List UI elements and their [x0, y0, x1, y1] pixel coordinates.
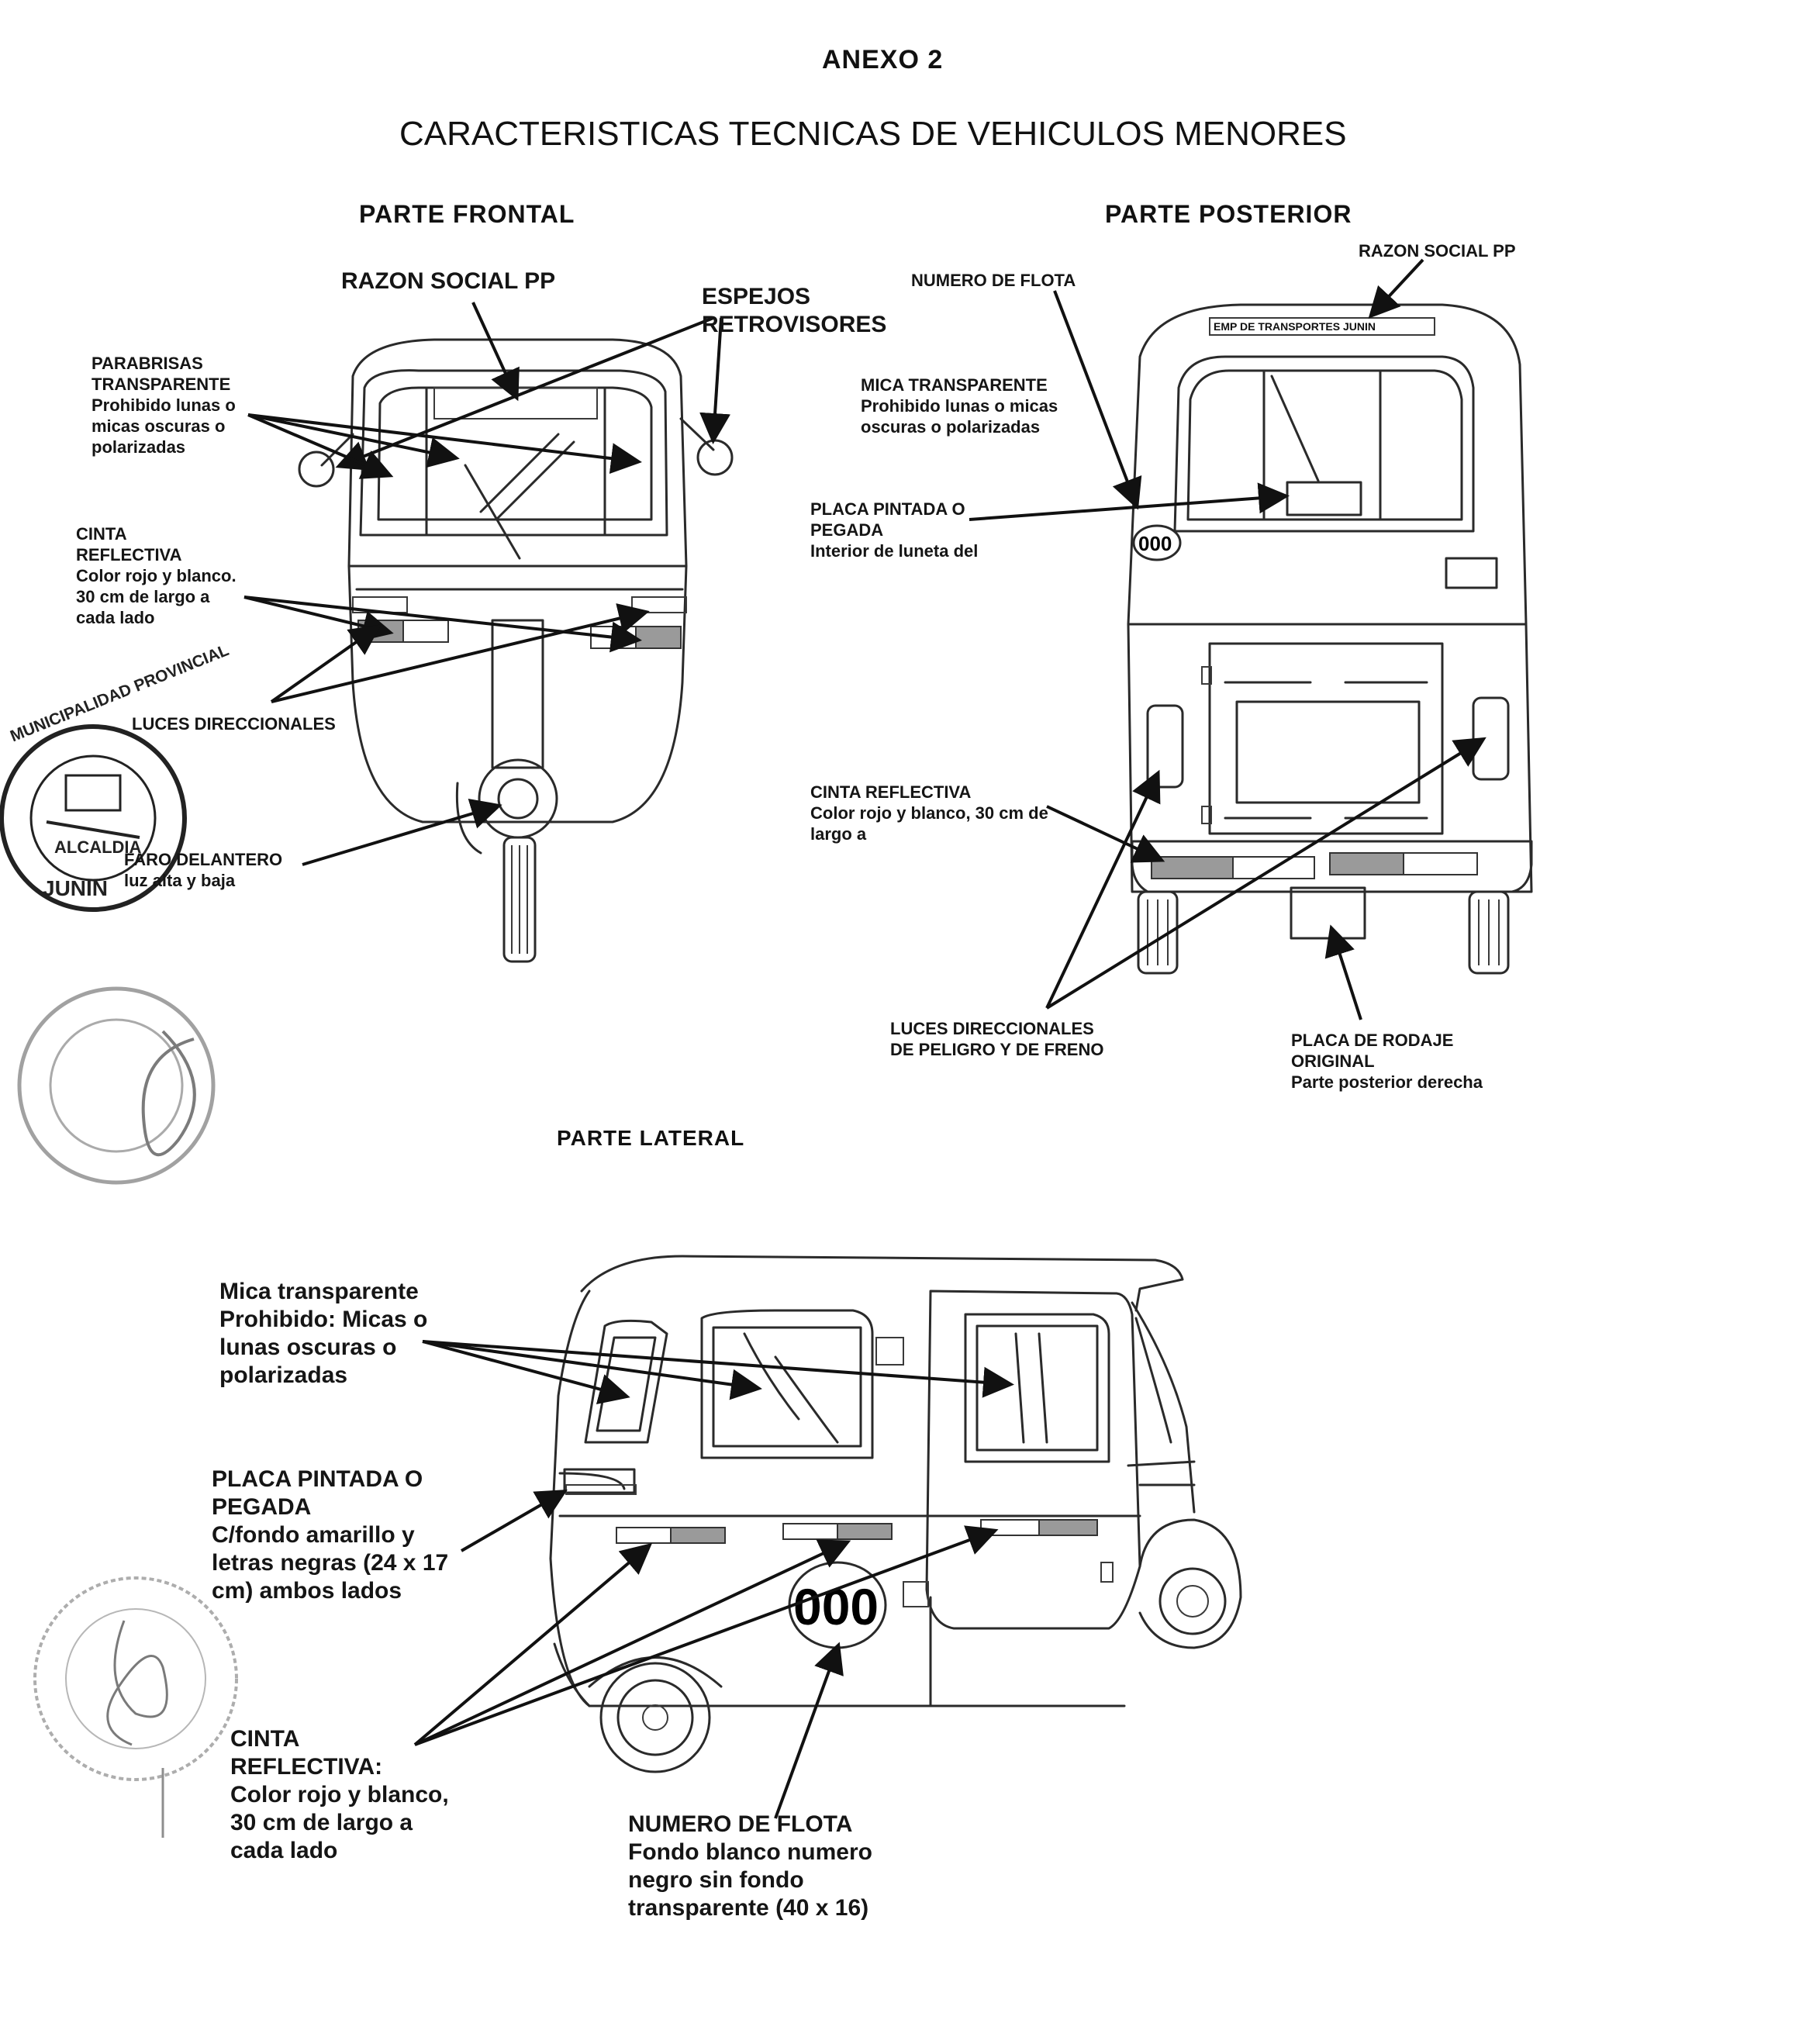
front-espejos-label: ESPEJOS RETROVISORES	[702, 283, 886, 339]
side-flota-line-1: NUMERO DE FLOTA	[628, 1811, 853, 1837]
side-flota-line-2: Fondo blanco numero	[628, 1839, 872, 1865]
side-cinta-line-5: cada lado	[230, 1838, 338, 1863]
side-placa-line-3: C/fondo amarillo y	[212, 1522, 415, 1548]
rear-placa-label: PLACA PINTADA O PEGADA Interior de lunet…	[810, 499, 978, 561]
side-flota-label: NUMERO DE FLOTA Fondo blanco numero negr…	[628, 1811, 872, 1922]
front-parabrisas-line-5: polarizadas	[92, 437, 186, 457]
front-cinta-label: CINTA REFLECTIVA Color rojo y blanco. 30…	[76, 523, 237, 628]
rear-luces-line-1: LUCES DIRECCIONALES	[890, 1019, 1094, 1038]
side-placa-line-4: letras negras (24 x 17	[212, 1550, 449, 1576]
annex-number: ANEXO 2	[822, 45, 944, 74]
front-cinta-line-5: cada lado	[76, 608, 155, 627]
front-luces-label: LUCES DIRECCIONALES	[132, 714, 336, 734]
rear-roof-plate-text: EMP DE TRANSPORTES JUNIN	[1214, 320, 1376, 333]
rear-numero-flota-label: NUMERO DE FLOTA	[911, 271, 1076, 290]
seal-1-mid-text: ALCALDIA	[54, 837, 142, 857]
side-placa-label: PLACA PINTADA O PEGADA C/fondo amarillo …	[212, 1466, 448, 1605]
front-parabrisas-line-2: TRANSPARENTE	[92, 375, 231, 394]
rear-rodaje-line-3: Parte posterior derecha	[1291, 1072, 1483, 1092]
rear-placa-line-3: Interior de luneta del	[810, 541, 979, 561]
rear-rodaje-label: PLACA DE RODAJE ORIGINAL Parte posterior…	[1291, 1030, 1483, 1093]
side-fleet-number: 000	[793, 1578, 879, 1635]
rear-luces-line-2: DE PELIGRO Y DE FRENO	[890, 1040, 1104, 1059]
front-razon-social-label: RAZON SOCIAL PP	[341, 268, 556, 294]
side-flota-line-4: transparente (40 x 16)	[628, 1895, 869, 1921]
section-side: PARTE LATERAL	[557, 1126, 745, 1150]
rear-cinta-line-2: Color rojo y blanco, 30 cm de	[810, 803, 1048, 823]
rear-mica-line-2: Prohibido lunas o micas	[861, 396, 1058, 416]
side-placa-line-2: PEGADA	[212, 1494, 312, 1520]
front-faro-label: FARO DELANTERO luz alta y baja	[124, 849, 282, 891]
side-cinta-label: CINTA REFLECTIVA: Color rojo y blanco, 3…	[230, 1725, 449, 1865]
front-faro-line-1: FARO DELANTERO	[124, 850, 283, 869]
side-flota-line-3: negro sin fondo	[628, 1867, 804, 1893]
side-view-vehicle: 000	[549, 1255, 1242, 1773]
signature-seal-3	[33, 1576, 238, 1838]
document-title: CARACTERISTICAS TECNICAS DE VEHICULOS ME…	[399, 115, 1347, 153]
side-cinta-line-1: CINTA	[230, 1726, 300, 1752]
side-placa-line-1: PLACA PINTADA O	[212, 1466, 423, 1492]
side-cinta-line-2: REFLECTIVA:	[230, 1754, 383, 1780]
section-rear: PARTE POSTERIOR	[1105, 200, 1352, 228]
rear-cinta-label: CINTA REFLECTIVA Color rojo y blanco, 30…	[810, 782, 1048, 844]
side-mica-label: Mica transparente Prohibido: Micas o lun…	[219, 1278, 427, 1390]
rear-cinta-line-1: CINTA REFLECTIVA	[810, 782, 972, 802]
side-mica-line-2: Prohibido: Micas o	[219, 1307, 428, 1332]
side-placa-line-5: cm) ambos lados	[212, 1578, 402, 1604]
side-arrows	[413, 1340, 1014, 1819]
side-cinta-line-4: 30 cm de largo a	[230, 1810, 413, 1835]
front-cinta-line-3: Color rojo y blanco.	[76, 566, 237, 585]
front-parabrisas-line-1: PARABRISAS	[92, 354, 203, 373]
front-cinta-line-4: 30 cm de largo a	[76, 587, 210, 606]
side-mica-line-3: lunas oscuras o	[219, 1334, 397, 1360]
side-mica-line-4: polarizadas	[219, 1362, 348, 1388]
rear-view-vehicle: 000	[1127, 303, 1533, 975]
rear-mica-line-3: oscuras o polarizadas	[861, 417, 1041, 437]
front-espejos-line-2: RETROVISORES	[702, 312, 887, 337]
front-parabrisas-line-3: Prohibido lunas o	[92, 395, 236, 415]
front-arrows	[243, 302, 731, 866]
rear-fleet-number: 000	[1138, 532, 1172, 555]
side-mica-line-1: Mica transparente	[219, 1279, 419, 1304]
municipal-seal-2	[17, 986, 216, 1185]
seal-1-bottom-text: JUNIN	[43, 876, 108, 900]
rear-rodaje-line-2: ORIGINAL	[1291, 1051, 1375, 1071]
rear-razon-social-label: RAZON SOCIAL PP	[1359, 241, 1516, 261]
municipal-seal-1: ALCALDIA JUNIN	[0, 724, 187, 912]
rear-mica-line-1: MICA TRANSPARENTE	[861, 375, 1048, 395]
rear-placa-line-2: PEGADA	[810, 520, 884, 540]
section-front: PARTE FRONTAL	[359, 200, 575, 228]
front-parabrisas-line-4: micas oscuras o	[92, 416, 226, 436]
front-view-vehicle	[298, 338, 734, 963]
rear-luces-label: LUCES DIRECCIONALES DE PELIGRO Y DE FREN…	[890, 1018, 1103, 1060]
rear-arrows	[969, 258, 1487, 1020]
front-espejos-line-1: ESPEJOS	[702, 284, 811, 309]
rear-mica-label: MICA TRANSPARENTE Prohibido lunas o mica…	[861, 375, 1058, 437]
side-cinta-line-3: Color rojo y blanco,	[230, 1782, 449, 1807]
front-cinta-line-1: CINTA	[76, 524, 127, 544]
rear-cinta-line-3: largo a	[810, 824, 867, 844]
rear-placa-line-1: PLACA PINTADA O	[810, 499, 965, 519]
front-cinta-line-2: REFLECTIVA	[76, 545, 182, 565]
front-parabrisas-label: PARABRISAS TRANSPARENTE Prohibido lunas …	[92, 353, 236, 457]
front-faro-line-2: luz alta y baja	[124, 871, 236, 890]
rear-rodaje-line-1: PLACA DE RODAJE	[1291, 1031, 1454, 1050]
